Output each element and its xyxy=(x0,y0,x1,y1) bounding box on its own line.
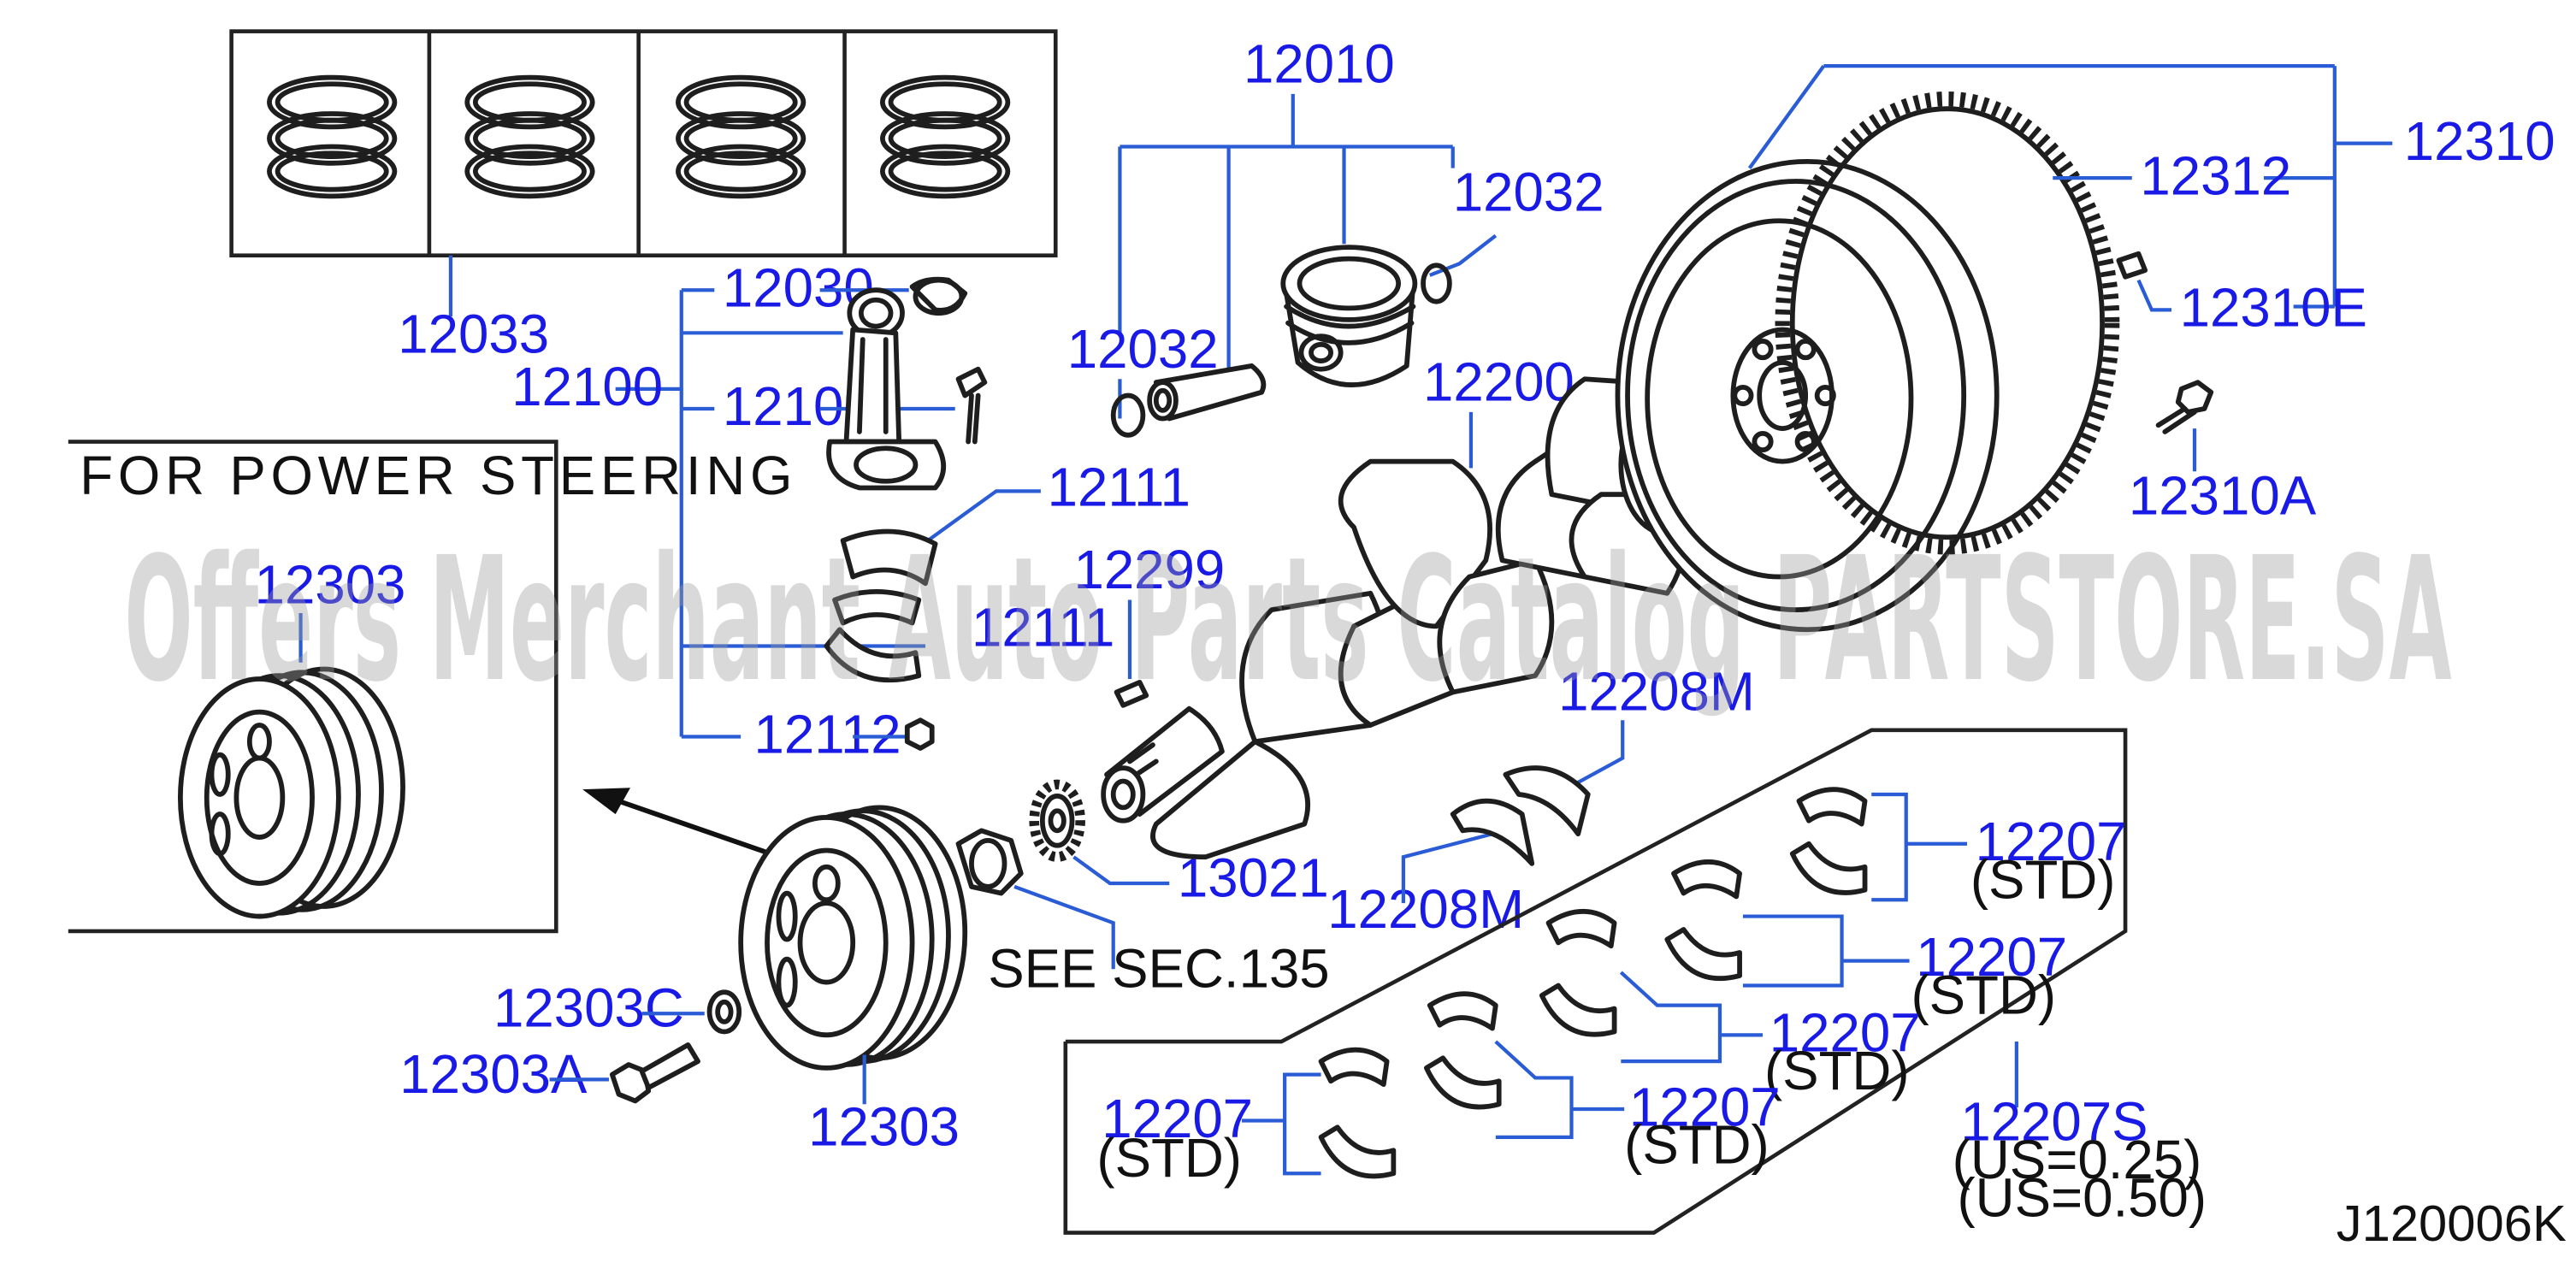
crankshaft-pulley[interactable] xyxy=(738,805,968,1071)
label-12310E[interactable]: 12310E xyxy=(2180,278,2367,339)
crankshaft-spacer[interactable] xyxy=(955,828,1024,896)
note-us-050: (US=0.50) xyxy=(1957,1167,2207,1228)
piston-pin[interactable] xyxy=(1147,363,1267,422)
label-12111-upper[interactable]: 12111 xyxy=(1048,457,1191,518)
thrust-bearing-upper[interactable] xyxy=(1503,765,1591,837)
piston-ring-set-2[interactable] xyxy=(464,74,595,199)
thrust-bearing-lower[interactable] xyxy=(1450,798,1535,866)
main-bearing-pair-5[interactable] xyxy=(1318,1047,1397,1179)
crankshaft[interactable] xyxy=(1101,376,1716,860)
label-12303C[interactable]: 12303C xyxy=(493,978,684,1039)
connecting-rod[interactable] xyxy=(826,287,947,491)
connecting-rod-bushing[interactable] xyxy=(909,276,968,316)
flywheel-dowel-pin[interactable] xyxy=(2116,251,2148,280)
label-12111-lower[interactable]: 12111 xyxy=(972,597,1114,658)
piston-ring-set-3[interactable] xyxy=(676,74,806,199)
note-std-e: (STD) xyxy=(1096,1128,1242,1189)
main-bearing-pair-2[interactable] xyxy=(1664,859,1742,982)
piston-snap-ring-right[interactable] xyxy=(1421,263,1452,304)
main-bearing-pair-4[interactable] xyxy=(1424,991,1502,1110)
label-13021[interactable]: 13021 xyxy=(1178,847,1329,908)
flywheel-bolt[interactable] xyxy=(2155,380,2214,434)
label-12312[interactable]: 12312 xyxy=(2140,145,2291,206)
power-steering-inset: FOR POWER STEERING 12303 xyxy=(68,440,797,934)
connecting-rod-nut[interactable] xyxy=(904,717,935,751)
label-12207-c[interactable]: 12207 xyxy=(1770,1003,1921,1064)
arrow-to-inset xyxy=(582,788,771,857)
label-12299[interactable]: 12299 xyxy=(1073,540,1225,600)
connecting-rod-bearing-upper[interactable] xyxy=(840,528,938,587)
connecting-rod-bearing-lower[interactable] xyxy=(824,589,922,683)
note-std-a: (STD) xyxy=(1970,849,2116,910)
label-12207-a[interactable]: 12207 xyxy=(1976,812,2127,872)
note-us-025: (US=0.25) xyxy=(1953,1130,2202,1190)
crank-pulley-power-steering[interactable] xyxy=(177,666,405,919)
label-12032-right[interactable]: 12032 xyxy=(1453,162,1604,223)
piston-ring-set-4[interactable] xyxy=(880,74,1011,199)
label-12207-b[interactable]: 12207 xyxy=(1916,927,2067,988)
piston-snap-ring-left[interactable] xyxy=(1110,393,1146,438)
label-12303-inset[interactable]: 12303 xyxy=(255,554,406,615)
main-bearing-pair-1[interactable] xyxy=(1789,787,1868,895)
inset-title: FOR POWER STEERING xyxy=(80,446,797,506)
crankshaft-key[interactable] xyxy=(1114,680,1149,708)
pulley-washer[interactable] xyxy=(706,989,742,1035)
main-bearing-pair-3[interactable] xyxy=(1539,908,1617,1037)
piston-ring-set-box xyxy=(229,29,1058,258)
note-std-b: (STD) xyxy=(1911,965,2057,1025)
label-12207-d[interactable]: 12207 xyxy=(1629,1077,1781,1137)
note-std-c: (STD) xyxy=(1764,1041,1910,1101)
label-12207-e[interactable]: 12207 xyxy=(1102,1089,1253,1149)
main-bearing-box xyxy=(1063,728,2128,1235)
label-12310[interactable]: 12310 xyxy=(2404,111,2555,172)
crankshaft-sprocket[interactable] xyxy=(1029,779,1085,862)
label-12200[interactable]: 12200 xyxy=(1423,351,1575,412)
label-12032-left[interactable]: 12032 xyxy=(1067,319,1219,380)
watermark: Offers Merchant Auto Parts Catalog PARTS… xyxy=(124,521,2451,720)
label-12033[interactable]: 12033 xyxy=(398,304,549,364)
pulley-bolt[interactable] xyxy=(609,1042,700,1104)
diagram-code: J120006K xyxy=(2337,1195,2567,1252)
label-12100[interactable]: 12100 xyxy=(511,357,663,417)
label-12208M-upper[interactable]: 12208M xyxy=(1558,662,1755,723)
connecting-rod-bolt[interactable] xyxy=(955,366,988,445)
label-12207S[interactable]: 12207S xyxy=(1960,1092,2148,1153)
note-see-sec: SEE SEC.135 xyxy=(988,938,1329,999)
note-std-d: (STD) xyxy=(1624,1115,1770,1176)
label-12112[interactable]: 12112 xyxy=(754,705,901,765)
piston[interactable] xyxy=(1280,245,1418,387)
label-12303A[interactable]: 12303A xyxy=(399,1044,588,1105)
piston-ring-set-1[interactable] xyxy=(267,74,398,199)
label-12303[interactable]: 12303 xyxy=(808,1096,960,1157)
flywheel-assembly[interactable] xyxy=(1615,158,2000,633)
flywheel-ring-gear[interactable] xyxy=(1775,91,2120,555)
label-12010[interactable]: 12010 xyxy=(1244,33,1395,94)
label-12310A[interactable]: 12310A xyxy=(2129,465,2317,526)
